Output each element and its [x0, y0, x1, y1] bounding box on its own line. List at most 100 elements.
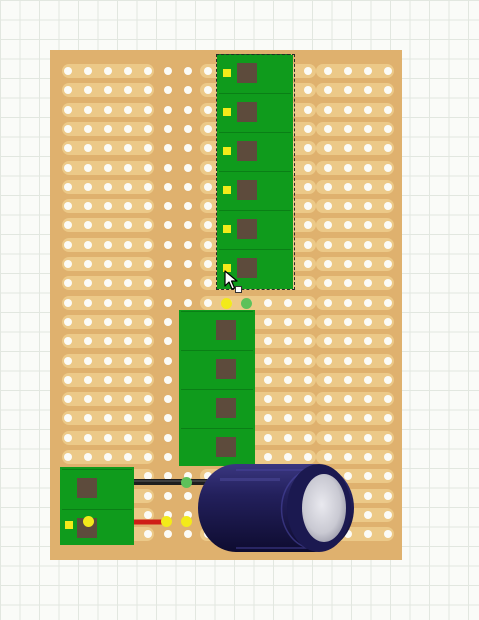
connection-pad[interactable]: [83, 516, 94, 527]
board-hole[interactable]: [304, 221, 312, 230]
board-hole[interactable]: [124, 375, 132, 384]
board-hole[interactable]: [324, 433, 332, 442]
header-pin[interactable]: [237, 63, 257, 83]
board-hole[interactable]: [84, 105, 92, 114]
board-hole[interactable]: [104, 414, 112, 423]
board-hole[interactable]: [324, 105, 332, 114]
board-hole[interactable]: [304, 356, 312, 365]
board-hole[interactable]: [164, 279, 172, 288]
board-hole[interactable]: [344, 453, 352, 461]
board-hole[interactable]: [64, 356, 72, 365]
board-hole[interactable]: [164, 202, 172, 211]
board-hole[interactable]: [384, 298, 392, 307]
board-hole[interactable]: [104, 433, 112, 442]
board-hole[interactable]: [364, 202, 372, 211]
board-hole[interactable]: [204, 105, 212, 114]
board-hole[interactable]: [124, 86, 132, 95]
board-hole[interactable]: [304, 202, 312, 211]
board-hole[interactable]: [64, 144, 72, 153]
board-hole[interactable]: [104, 221, 112, 230]
board-hole[interactable]: [84, 202, 92, 211]
board-hole[interactable]: [84, 260, 92, 268]
connection-pad-green[interactable]: [241, 298, 252, 309]
board-hole[interactable]: [164, 260, 172, 268]
board-hole[interactable]: [344, 202, 352, 211]
board-hole[interactable]: [364, 491, 372, 500]
board-hole[interactable]: [344, 240, 352, 249]
board-hole[interactable]: [64, 86, 72, 95]
header-pin[interactable]: [216, 359, 236, 379]
board-hole[interactable]: [104, 182, 112, 191]
board-hole[interactable]: [304, 86, 312, 95]
header-4-pin[interactable]: [179, 310, 255, 466]
board-hole[interactable]: [344, 86, 352, 95]
board-hole[interactable]: [204, 260, 212, 268]
header-pin[interactable]: [237, 258, 257, 278]
board-hole[interactable]: [184, 221, 192, 230]
board-hole[interactable]: [124, 279, 132, 288]
board-hole[interactable]: [104, 86, 112, 95]
board-hole[interactable]: [144, 86, 152, 95]
board-hole[interactable]: [364, 221, 372, 230]
board-hole[interactable]: [84, 67, 92, 75]
board-hole[interactable]: [284, 433, 292, 442]
header-pin[interactable]: [216, 320, 236, 340]
board-hole[interactable]: [364, 472, 372, 481]
board-hole[interactable]: [324, 240, 332, 249]
board-hole[interactable]: [104, 260, 112, 268]
board-hole[interactable]: [124, 298, 132, 307]
board-hole[interactable]: [384, 414, 392, 423]
board-hole[interactable]: [144, 67, 152, 75]
board-hole[interactable]: [144, 202, 152, 211]
board-hole[interactable]: [184, 530, 192, 539]
board-hole[interactable]: [344, 182, 352, 191]
board-hole[interactable]: [384, 240, 392, 249]
board-hole[interactable]: [84, 414, 92, 423]
board-hole[interactable]: [204, 182, 212, 191]
board-hole[interactable]: [384, 163, 392, 172]
board-hole[interactable]: [264, 337, 272, 346]
board-hole[interactable]: [164, 375, 172, 384]
board-hole[interactable]: [384, 317, 392, 326]
board-hole[interactable]: [264, 395, 272, 404]
board-hole[interactable]: [384, 202, 392, 211]
board-hole[interactable]: [144, 433, 152, 442]
board-hole[interactable]: [84, 317, 92, 326]
board-hole[interactable]: [324, 453, 332, 461]
board-hole[interactable]: [104, 279, 112, 288]
board-hole[interactable]: [304, 433, 312, 442]
board-hole[interactable]: [104, 453, 112, 461]
board-hole[interactable]: [184, 510, 192, 519]
connection-pad[interactable]: [221, 298, 232, 309]
board-hole[interactable]: [124, 105, 132, 114]
board-hole[interactable]: [104, 395, 112, 404]
board-hole[interactable]: [144, 144, 152, 153]
board-hole[interactable]: [344, 375, 352, 384]
board-hole[interactable]: [164, 298, 172, 307]
board-hole[interactable]: [324, 144, 332, 153]
board-hole[interactable]: [84, 375, 92, 384]
board-hole[interactable]: [164, 182, 172, 191]
board-hole[interactable]: [304, 298, 312, 307]
board-hole[interactable]: [184, 124, 192, 133]
board-hole[interactable]: [104, 298, 112, 307]
board-hole[interactable]: [344, 260, 352, 268]
board-hole[interactable]: [124, 67, 132, 75]
board-hole[interactable]: [344, 67, 352, 75]
board-hole[interactable]: [84, 182, 92, 191]
board-hole[interactable]: [184, 163, 192, 172]
board-hole[interactable]: [144, 530, 152, 539]
board-hole[interactable]: [144, 510, 152, 519]
board-hole[interactable]: [264, 375, 272, 384]
board-hole[interactable]: [364, 124, 372, 133]
board-hole[interactable]: [204, 144, 212, 153]
board-hole[interactable]: [344, 298, 352, 307]
board-hole[interactable]: [324, 182, 332, 191]
board-hole[interactable]: [284, 337, 292, 346]
board-hole[interactable]: [64, 279, 72, 288]
board-hole[interactable]: [104, 202, 112, 211]
board-hole[interactable]: [344, 163, 352, 172]
board-hole[interactable]: [84, 124, 92, 133]
board-hole[interactable]: [284, 375, 292, 384]
board-hole[interactable]: [384, 491, 392, 500]
